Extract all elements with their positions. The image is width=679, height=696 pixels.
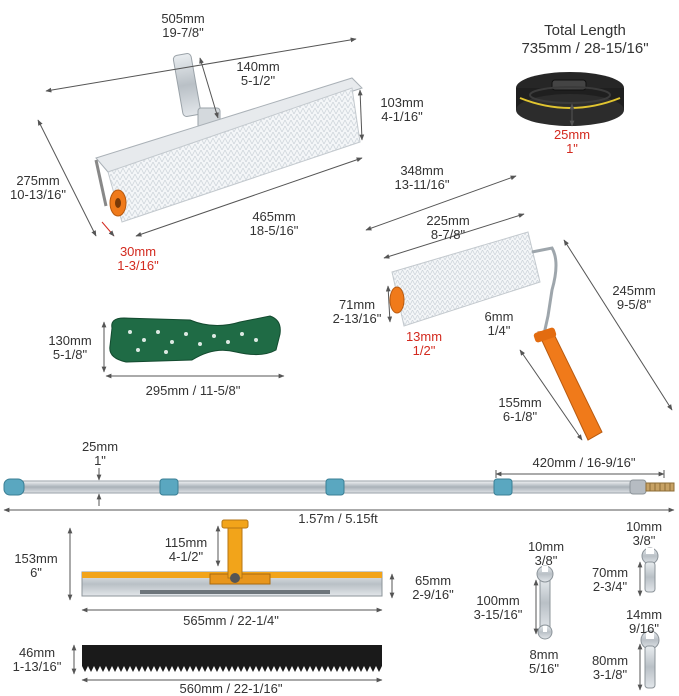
shoe-length: 295mm / 11-5/8" xyxy=(145,383,241,398)
wrench-single xyxy=(640,547,660,689)
spiked-shoe xyxy=(109,315,281,363)
dimension-lines xyxy=(3,37,675,691)
spreader-blade xyxy=(81,519,383,597)
pole-total: 1.57m / 5.15ft xyxy=(298,511,378,526)
notched-squeegee xyxy=(82,645,382,672)
wrench-double-open xyxy=(536,565,554,640)
squeegee-length: 560mm / 22-1/16" xyxy=(179,681,283,696)
strap-illustration xyxy=(516,72,624,126)
pole-section: 420mm / 16-9/16" xyxy=(532,455,636,470)
telescopic-pole xyxy=(3,478,675,496)
spreader-length: 565mm / 22-1/4" xyxy=(183,613,279,628)
